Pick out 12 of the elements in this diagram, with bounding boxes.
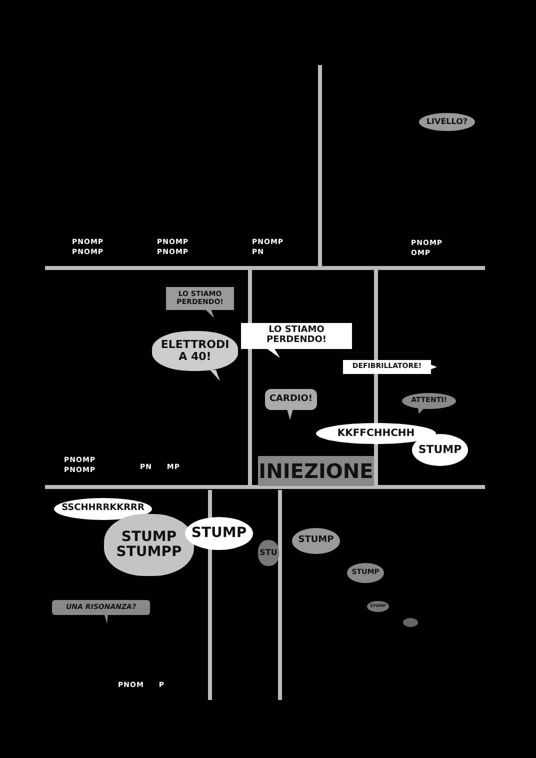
sound-effect-balloon: KKFFCHHCHH [316, 423, 436, 444]
sound-effect-balloon [403, 618, 418, 627]
sound-effect-balloon: STUMP [292, 528, 340, 554]
sign-panel: INIEZIONE [258, 456, 374, 486]
sound-effect-text: STUMP [121, 530, 177, 545]
speech-balloon: ELETTRODI A 40! [152, 331, 238, 371]
sound-effect-text: STUMPP [116, 545, 182, 560]
sound-effect-balloon: STUMP [185, 517, 253, 550]
sound-effect-balloon: STU [258, 540, 279, 566]
sound-effect-balloon: SSCHHRRKKRRR [54, 498, 152, 520]
speech-balloon: LIVELLO? [419, 113, 475, 131]
speech-balloon: CARDIO! [265, 389, 317, 410]
